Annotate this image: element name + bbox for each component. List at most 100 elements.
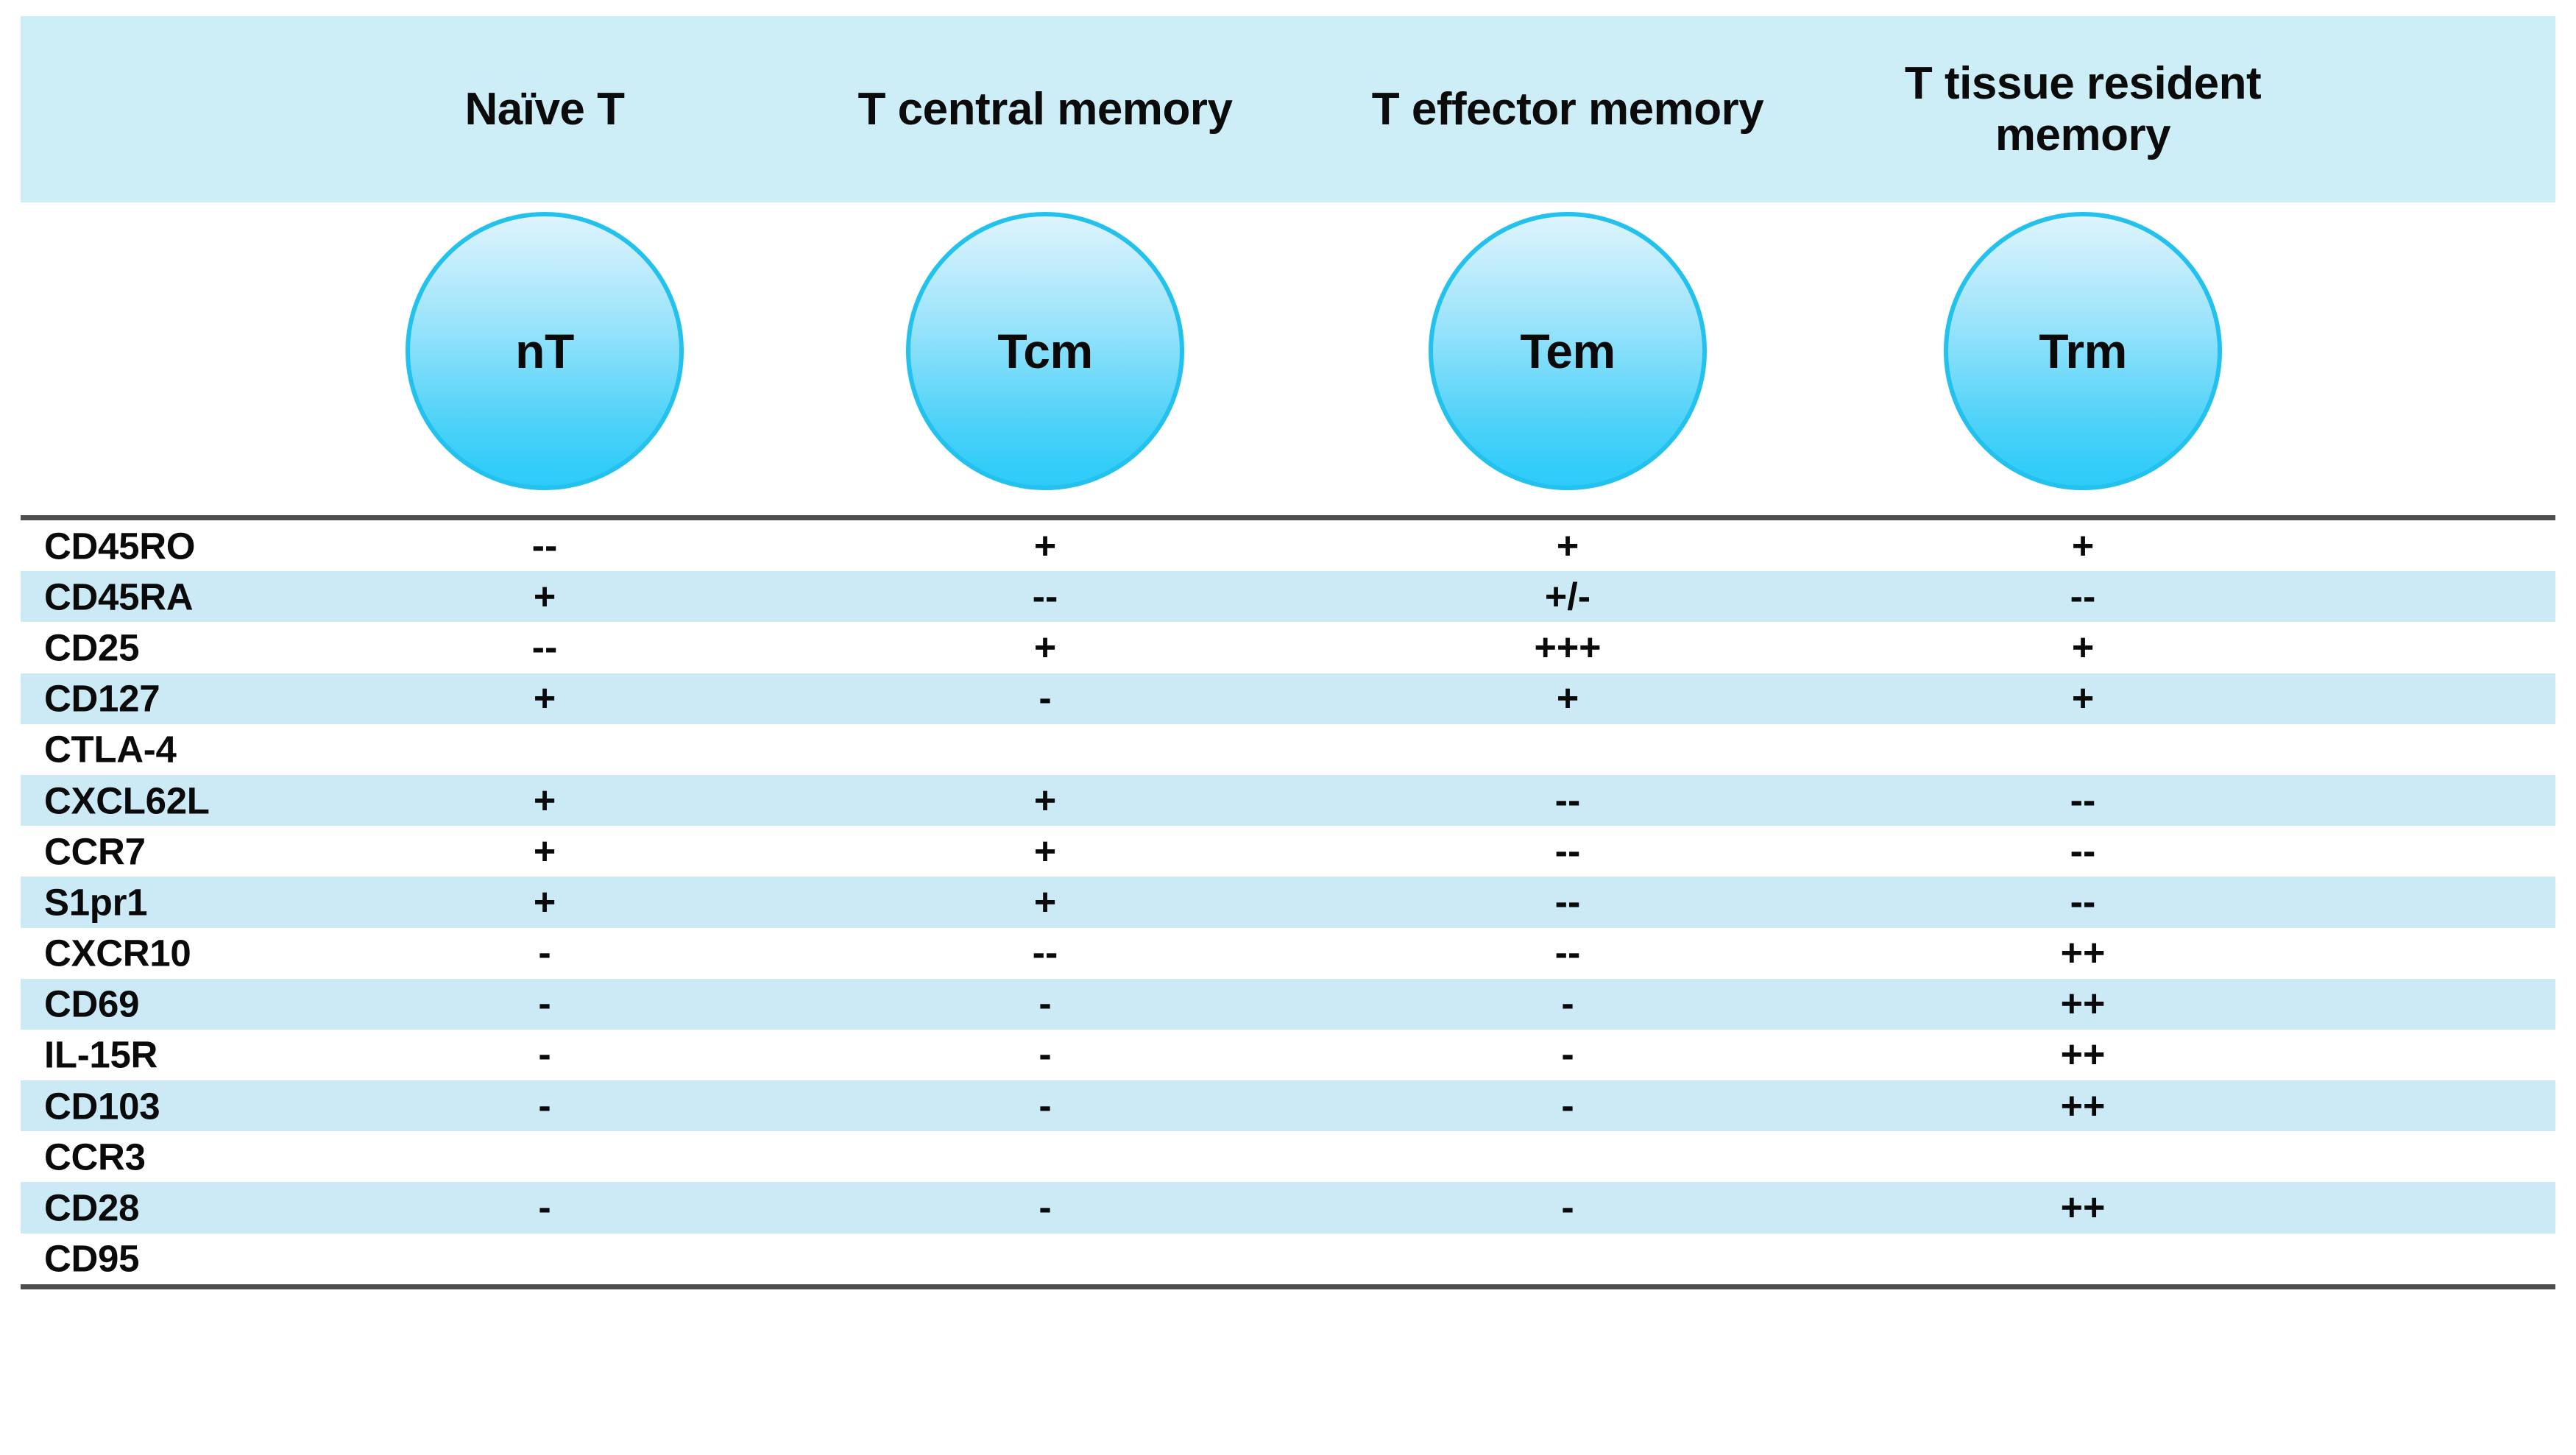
table-row: CTLA-4 bbox=[21, 724, 2555, 775]
marker-name: CCR7 bbox=[44, 830, 146, 873]
marker-value-tem: + bbox=[1556, 677, 1579, 721]
marker-value-trm: + bbox=[2071, 524, 2095, 567]
cell-circle-tcm[interactable]: Tcm bbox=[906, 212, 1184, 490]
marker-value-tcm: - bbox=[1038, 1084, 1052, 1127]
marker-value-nt: + bbox=[533, 575, 556, 618]
marker-value-tem: -- bbox=[1554, 932, 1581, 975]
marker-value-tem: +++ bbox=[1534, 626, 1602, 669]
column-header-trm: T tissue resident memory bbox=[1847, 16, 2318, 202]
cell-circle-label: nT bbox=[515, 324, 574, 378]
marker-name: CXCL62L bbox=[44, 779, 210, 822]
table-row: S1pr1 + + -- -- bbox=[21, 877, 2555, 928]
table-row: CD45RA + -- +/- -- bbox=[21, 571, 2555, 623]
table-row: CD127+-++ bbox=[21, 673, 2555, 724]
marker-name: CCR3 bbox=[44, 1136, 146, 1178]
cell-circle-trm[interactable]: Trm bbox=[1944, 212, 2222, 490]
marker-value-tem: +/- bbox=[1544, 575, 1591, 618]
marker-value-trm: -- bbox=[2070, 829, 2096, 873]
column-header-label: Naïve T bbox=[464, 83, 625, 135]
table-row: CD95 bbox=[21, 1233, 2555, 1284]
marker-value-trm: -- bbox=[2070, 880, 2096, 924]
marker-value-trm: ++ bbox=[2060, 983, 2106, 1026]
marker-value-nt: - bbox=[538, 1033, 551, 1077]
cell-circle-tem[interactable]: Tem bbox=[1429, 212, 1707, 490]
marker-value-tcm: + bbox=[1033, 880, 1057, 924]
table-top-rule bbox=[21, 515, 2555, 520]
marker-expression-table: CD45RO--+++CD45RA+--+/---CD25--+++++CD12… bbox=[21, 515, 2555, 1289]
column-header-cells: Naïve T T central memory T effector memory… bbox=[21, 16, 2555, 202]
marker-value-nt: - bbox=[538, 1084, 551, 1127]
column-header-label: T central memory bbox=[857, 83, 1233, 135]
table-row: CD69 - - - ++ bbox=[21, 978, 2555, 1030]
marker-value-trm: ++ bbox=[2060, 932, 2106, 975]
marker-value-tem: - bbox=[1561, 1033, 1574, 1077]
marker-value-nt: -- bbox=[531, 524, 558, 567]
marker-value-tem: - bbox=[1561, 1186, 1574, 1230]
marker-name: CD103 bbox=[44, 1085, 160, 1127]
column-header-label: T tissue resident memory bbox=[1904, 58, 2262, 160]
marker-value-trm: ++ bbox=[2060, 1084, 2106, 1127]
marker-value-tcm: + bbox=[1033, 524, 1057, 567]
cell-circle-label: Trm bbox=[2039, 324, 2127, 378]
table-row: CD25--+++++ bbox=[21, 622, 2555, 673]
table-row: CD45RO -- + + + bbox=[21, 520, 2555, 571]
marker-value-trm: ++ bbox=[2060, 1186, 2106, 1230]
table-row: CXCR10-----++ bbox=[21, 928, 2555, 979]
marker-value-tcm: + bbox=[1033, 626, 1057, 669]
marker-value-nt: + bbox=[533, 829, 556, 873]
marker-value-tem: - bbox=[1561, 1084, 1574, 1127]
marker-name: CTLA-4 bbox=[44, 728, 177, 771]
marker-name: IL-15R bbox=[44, 1033, 158, 1076]
marker-name: CD45RO bbox=[44, 525, 196, 567]
marker-value-nt: + bbox=[533, 880, 556, 924]
marker-value-nt: + bbox=[533, 779, 556, 822]
marker-value-tcm: + bbox=[1033, 829, 1057, 873]
marker-value-tcm: - bbox=[1038, 1186, 1052, 1230]
marker-value-tcm: - bbox=[1038, 677, 1052, 721]
table-row: IL-15R - - - ++ bbox=[21, 1030, 2555, 1080]
column-header-label: T effector memory bbox=[1371, 83, 1764, 135]
marker-value-tcm: + bbox=[1033, 779, 1057, 822]
marker-value-tem: -- bbox=[1554, 779, 1581, 822]
table-bottom-rule bbox=[21, 1284, 2555, 1289]
marker-value-tcm: - bbox=[1038, 983, 1052, 1026]
column-header-nt: Naïve T bbox=[353, 16, 736, 202]
marker-name: CD25 bbox=[44, 626, 140, 669]
cell-circle-label: Tcm bbox=[997, 324, 1093, 378]
marker-value-tem: + bbox=[1556, 524, 1579, 567]
cell-circle-nt[interactable]: nT bbox=[406, 212, 684, 490]
marker-name: CD127 bbox=[44, 677, 160, 720]
marker-name: CD45RA bbox=[44, 576, 194, 618]
marker-value-tem: -- bbox=[1554, 880, 1581, 924]
marker-value-tem: -- bbox=[1554, 829, 1581, 873]
table-row: CXCL62L + + -- -- bbox=[21, 774, 2555, 826]
marker-value-trm: -- bbox=[2070, 779, 2096, 822]
marker-value-trm: -- bbox=[2070, 575, 2096, 618]
marker-value-tem: - bbox=[1561, 983, 1574, 1026]
marker-name: CXCR10 bbox=[44, 932, 191, 974]
marker-value-nt: -- bbox=[531, 626, 558, 669]
table-row: CCR3 bbox=[21, 1131, 2555, 1182]
marker-value-nt: - bbox=[538, 932, 551, 975]
marker-value-trm: + bbox=[2071, 626, 2095, 669]
marker-value-tcm: -- bbox=[1032, 575, 1058, 618]
column-header-tem: T effector memory bbox=[1310, 16, 1825, 202]
marker-value-tcm: - bbox=[1038, 1033, 1052, 1077]
table-body: CD45RO--+++CD45RA+--+/---CD25--+++++CD12… bbox=[21, 520, 2555, 1284]
marker-name: CD69 bbox=[44, 983, 140, 1025]
marker-value-tcm: -- bbox=[1032, 932, 1058, 975]
marker-name: S1pr1 bbox=[44, 881, 148, 924]
cell-circle-label: Tem bbox=[1520, 324, 1616, 378]
table-row: CCR7 + + -- -- bbox=[21, 826, 2555, 877]
column-header-band: Naïve T T central memory T effector memory… bbox=[21, 16, 2555, 202]
column-header-tcm: T central memory bbox=[788, 16, 1303, 202]
marker-name: CD95 bbox=[44, 1237, 140, 1280]
marker-value-trm: ++ bbox=[2060, 1033, 2106, 1077]
table-row: CD103 - - - ++ bbox=[21, 1080, 2555, 1132]
table-row: CD28---++ bbox=[21, 1182, 2555, 1233]
marker-value-nt: + bbox=[533, 677, 556, 721]
marker-value-nt: - bbox=[538, 983, 551, 1026]
marker-value-nt: - bbox=[538, 1186, 551, 1230]
